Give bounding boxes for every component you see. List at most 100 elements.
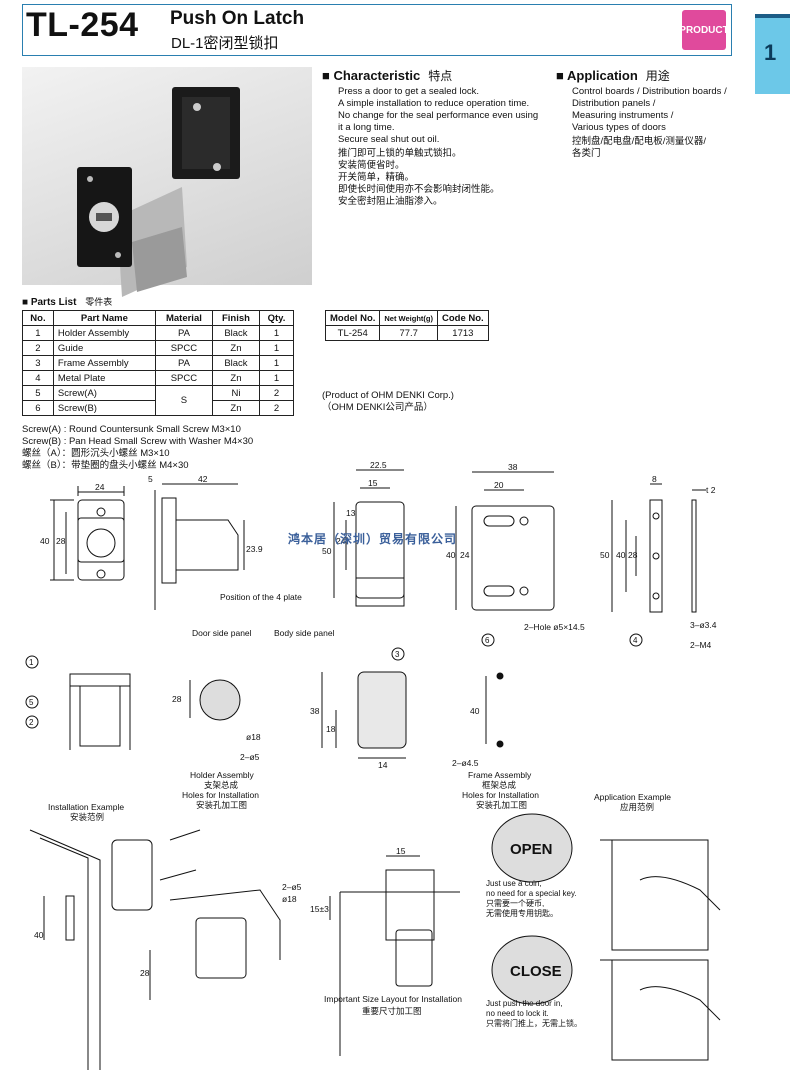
dim-label: 28	[56, 536, 66, 546]
cell: TL-254	[324, 325, 381, 341]
product-of-cn: （OHM DENKI公司产品）	[322, 402, 433, 413]
cell: Zn	[211, 340, 260, 356]
cell: 4	[22, 370, 54, 386]
close-label: CLOSE	[510, 963, 562, 980]
door-side-label: Door side panel	[192, 628, 252, 638]
char-line: 即使长时间使用亦不会影响封闭性能。	[338, 184, 500, 195]
cell: 1	[258, 370, 295, 386]
model-table-header: Model No. Net Weight(g) Code No.	[324, 310, 489, 326]
characteristic-list: Press a door to get a sealed lock. A sim…	[338, 86, 538, 208]
cell: Zn	[211, 370, 260, 386]
layout-dim: 40	[34, 930, 44, 940]
dim-label: ø18	[246, 732, 261, 742]
dim-label: 2–ø5	[240, 752, 260, 762]
holes-install-cn-2: 安装孔加工图	[476, 800, 527, 810]
cell: PA	[154, 325, 213, 341]
layout-dim: 2–ø5	[282, 882, 302, 892]
holder-assembly-label: Holder Assembly	[190, 770, 255, 780]
cell: Zn	[211, 400, 260, 416]
dim-label: 28	[628, 550, 638, 560]
install-drawings-bottom: 40 28 15 15±3 2–ø5 ø18 Important Size La…	[29, 813, 721, 1070]
table-row: TL-254 77.7 1713	[324, 325, 489, 341]
cell: Screw(B)	[52, 400, 156, 416]
open-text: Just use a coin,	[486, 879, 542, 888]
screw-notes: Screw(A) : Round Countersunk Small Screw…	[22, 424, 253, 472]
cell: 1	[258, 325, 295, 341]
holes-install-cn: 安装孔加工图	[196, 800, 247, 810]
cell: 5	[22, 385, 54, 401]
dim-label: 14	[378, 760, 388, 770]
screw-note: 螺丝（B）：带垫圈的盘头小螺丝 M4×30	[22, 460, 189, 471]
dim-label: 2–ø4.5	[452, 758, 479, 768]
cell: 3	[22, 355, 54, 371]
product-badge: PRODUCT	[679, 10, 729, 50]
dim-label: 40	[40, 536, 50, 546]
col-finish: Finish	[211, 310, 260, 326]
char-line: 安装简便省时。	[338, 160, 405, 171]
install-example-cn: 安装范例	[70, 812, 104, 822]
layout-dim: 28	[140, 968, 150, 978]
cell: Black	[211, 325, 260, 341]
app-line: 各类门	[572, 148, 601, 159]
close-text: no need to lock it.	[486, 1009, 549, 1018]
parts-heading: ■ Parts List 零件表	[22, 297, 113, 308]
dim-label: 40	[470, 706, 480, 716]
callout-5: 5	[29, 698, 34, 707]
cell: PA	[154, 355, 213, 371]
frame-assembly-cn: 框架总成	[482, 780, 517, 790]
dim-label: 8	[652, 474, 657, 484]
layout-dim: 15	[396, 846, 406, 856]
dim-label: 24	[95, 482, 105, 492]
install-example-label: Installation Example	[48, 802, 124, 812]
cell: 2	[258, 400, 295, 416]
cell: Screw(A)	[52, 385, 156, 401]
watermark: 鸿本居（深圳）贸易有限公司	[288, 532, 458, 546]
col-model: Model No.	[324, 310, 381, 326]
col-part-name: Part Name	[52, 310, 156, 326]
chapter-number: 1	[764, 40, 777, 65]
model-table: Model No. Net Weight(g) Code No. TL-254 …	[324, 310, 489, 341]
dim-label: 18	[326, 724, 336, 734]
dim-label: 22.5	[370, 460, 387, 470]
cell: 2	[22, 340, 54, 356]
char-line: 安全密封阻止油脂渗入。	[338, 196, 443, 207]
dim-label: 24	[460, 550, 470, 560]
callout-4: 4	[633, 636, 638, 645]
dimension-drawings-top: 24 5 42 22.5 15 38 20 8 t 2 40 28 23.9 5…	[40, 460, 717, 650]
screw-note: 螺丝（A）：圆形沉头小螺丝 M3×10	[22, 448, 170, 459]
screw-note: Screw(A) : Round Countersunk Small Screw…	[22, 424, 241, 435]
product-of-en: (Product of OHM DENKI Corp.)	[322, 390, 454, 401]
important-layout-cn: 重要尺寸加工图	[362, 1006, 422, 1016]
open-text: 无需使用专用钥匙。	[486, 908, 558, 918]
cell: 6	[22, 400, 54, 416]
cell: 2	[258, 385, 295, 401]
callout-1: 1	[29, 658, 34, 667]
cell: 1	[22, 325, 54, 341]
app-line: Measuring instruments /	[572, 110, 674, 121]
dim-label: 50	[600, 550, 610, 560]
dim-label: 13	[346, 508, 356, 518]
product-of: (Product of OHM DENKI Corp.) （OHM DENKI公…	[322, 390, 454, 414]
dim-label: 40	[616, 550, 626, 560]
layout-dim: 15±3	[310, 904, 329, 914]
cell: Ni	[211, 385, 260, 401]
open-text: no need for a special key.	[486, 889, 577, 898]
char-line: Secure seal shut out oil.	[338, 134, 440, 145]
dim-label: 40	[446, 550, 456, 560]
dim-label: 38	[508, 462, 518, 472]
col-no: No.	[22, 310, 54, 326]
page-title-cn: DL-1密闭型锁扣	[171, 35, 279, 52]
close-text: 只需将门推上，无需上锁。	[486, 1018, 582, 1028]
col-code: Code No.	[437, 310, 489, 326]
holes-install-label-2: Holes for Installation	[462, 790, 539, 800]
callout-3: 3	[395, 650, 400, 659]
char-line: Press a door to get a sealed lock.	[338, 86, 479, 97]
cell: SPCC	[154, 370, 213, 386]
cell: S	[154, 385, 213, 416]
char-line: 开关简单，精确。	[338, 172, 415, 183]
